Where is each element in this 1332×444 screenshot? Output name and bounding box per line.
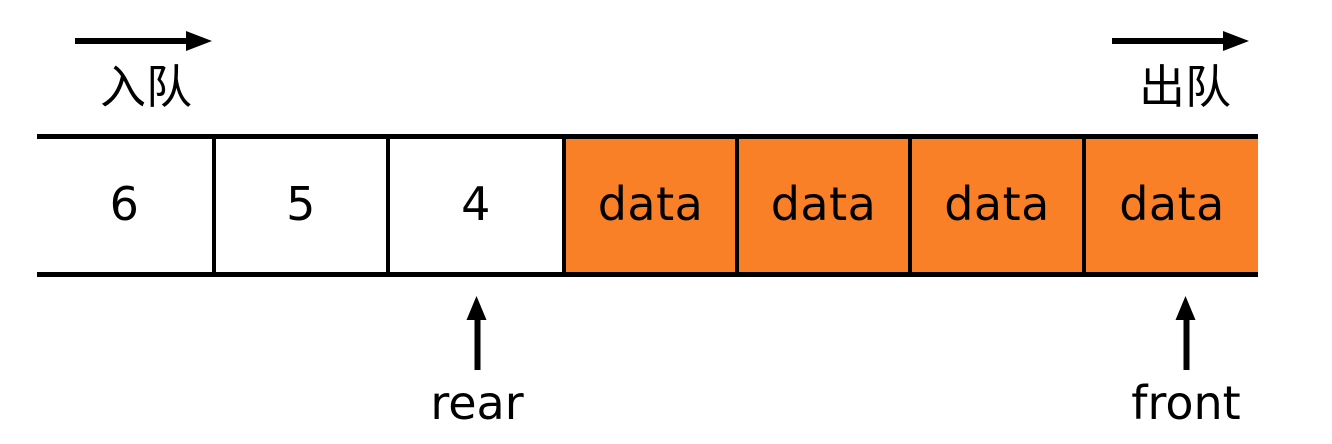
arrow-up-icon-rear: [466, 296, 487, 370]
arrow-right-icon-dequeue: [1112, 31, 1249, 51]
queue-cell-label: data: [597, 176, 704, 231]
arrow-shaft: [1112, 38, 1225, 44]
arrow-up-icon-front: [1175, 296, 1196, 370]
dequeue-label: 出队: [1139, 60, 1231, 114]
front-pointer-label: front: [1131, 376, 1241, 430]
queue-cell-label: 4: [461, 176, 491, 231]
arrow-head: [466, 296, 487, 320]
queue-cell-label: data: [944, 176, 1050, 231]
queue-cell-filled: data: [908, 139, 1082, 272]
queue-cell-filled: data: [1082, 139, 1258, 272]
arrow-right-icon-enqueue: [75, 31, 212, 51]
arrow-shaft: [474, 314, 481, 370]
arrow-head: [1175, 296, 1196, 320]
queue-cell-label: data: [1119, 176, 1225, 231]
queue-cell-label: data: [770, 176, 877, 231]
enqueue-label: 入队: [100, 60, 192, 114]
arrow-shaft: [1183, 314, 1190, 370]
queue-cell-label: 6: [109, 176, 140, 231]
queue-cell-filled: data: [735, 139, 908, 272]
queue-cell: 4: [386, 139, 562, 272]
queue-cell: 6: [37, 139, 212, 272]
arrow-shaft: [75, 38, 188, 44]
queue-bar: 6 5 4 data data data data: [37, 134, 1258, 277]
queue-cell: 5: [212, 139, 386, 272]
queue-cell-filled: data: [562, 139, 735, 272]
arrow-head: [1223, 31, 1249, 51]
queue-cell-label: 5: [286, 176, 316, 231]
rear-pointer-label: rear: [430, 376, 524, 430]
arrow-head: [186, 31, 212, 51]
